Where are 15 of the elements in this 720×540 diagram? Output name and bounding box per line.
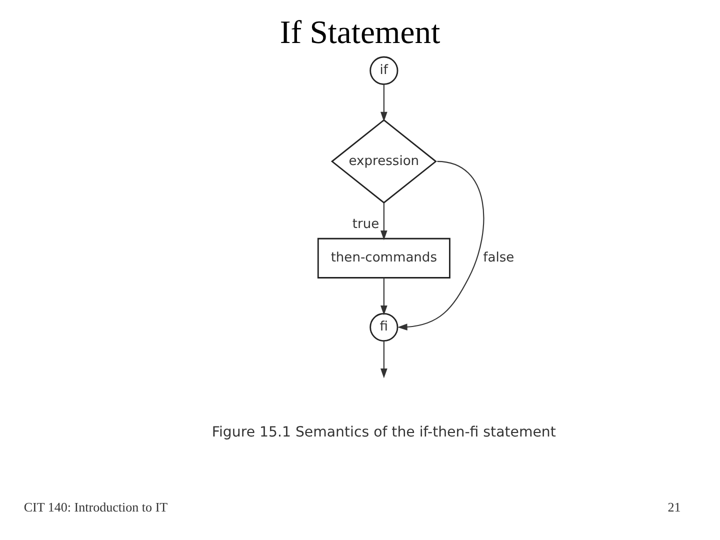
arrow <box>380 341 388 378</box>
label: 21 <box>668 499 681 514</box>
node-circle: if <box>370 56 398 85</box>
node-box: then-commands <box>317 238 450 278</box>
caption: Figure 15.1 Semantics of the if-then-fi statement <box>212 424 556 441</box>
node-circle: fi <box>370 312 398 342</box>
arrow <box>380 84 388 122</box>
diagram-title: If Statement <box>280 14 440 51</box>
arrow <box>380 202 388 240</box>
edge-label: true <box>352 216 380 232</box>
label: CIT 140: Introduction to IT <box>24 499 168 514</box>
edge-label: false <box>483 250 514 266</box>
node-diamond: expression <box>330 119 437 204</box>
arrow <box>398 160 484 330</box>
arrow <box>380 278 388 316</box>
